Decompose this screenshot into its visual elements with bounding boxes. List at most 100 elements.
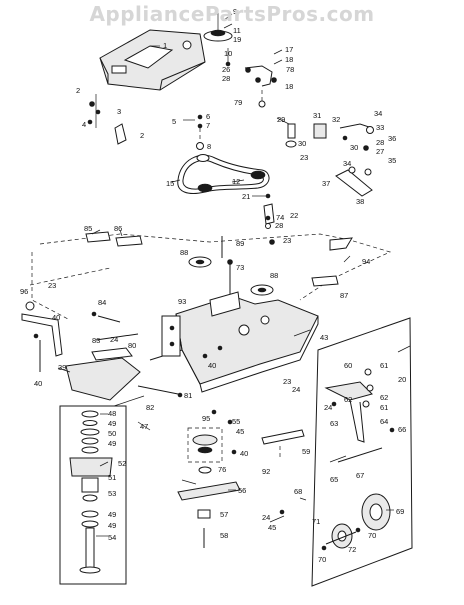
- callout-49c: 49: [108, 510, 116, 519]
- spindle-pulley-top: [203, 12, 233, 67]
- callout-68: 68: [294, 487, 302, 496]
- callout-31: 31: [313, 111, 321, 120]
- callout-54: 54: [108, 533, 116, 542]
- callout-34b: 34: [343, 159, 351, 168]
- callout-40c: 40: [240, 449, 248, 458]
- callout-70a: 70: [368, 531, 376, 540]
- callout-6: 6: [206, 112, 210, 121]
- spacers-88: [188, 256, 274, 296]
- callout-23c: 23: [48, 281, 56, 290]
- bolts-89-73: [221, 236, 233, 298]
- callout-24a: 24: [110, 335, 118, 344]
- idler-arm-assembly: [244, 65, 277, 108]
- callout-61b: 61: [380, 403, 388, 412]
- callout-30a: 30: [298, 139, 306, 148]
- callout-67: 67: [356, 471, 364, 480]
- callout-40a: 40: [34, 379, 42, 388]
- callout-29: 29: [277, 115, 285, 124]
- callout-38: 38: [356, 197, 364, 206]
- callout-58: 58: [220, 531, 228, 540]
- callout-37: 37: [322, 179, 330, 188]
- decals: [85, 231, 353, 287]
- callout-86: 86: [114, 224, 122, 233]
- leader-lines: [57, 13, 411, 537]
- callout-64: 64: [380, 417, 388, 426]
- spindle-detail: [59, 405, 127, 585]
- callout-78: 78: [286, 65, 294, 74]
- callout-18a: 18: [285, 55, 293, 64]
- callout-33: 33: [376, 123, 384, 132]
- callout-60: 60: [344, 361, 352, 370]
- callout-87: 87: [340, 291, 348, 300]
- callout-49b: 49: [108, 439, 116, 448]
- discharge-chute: [65, 333, 183, 401]
- callout-62a: 62: [380, 393, 388, 402]
- callout-40d: 40: [52, 313, 60, 322]
- callout-92: 92: [262, 467, 270, 476]
- callout-53: 53: [108, 489, 116, 498]
- hardware-center: [183, 114, 204, 150]
- callout-1: 1: [163, 41, 167, 50]
- callout-28c: 28: [376, 138, 384, 147]
- callout-34a: 34: [374, 109, 382, 118]
- callout-48: 48: [108, 409, 116, 418]
- callout-10: 10: [224, 49, 232, 58]
- bracket-22: [252, 193, 275, 225]
- callout-labels: 1 2 2 3 4 5 6 7 8 9 10 11 12 15 17 18 18…: [20, 7, 406, 564]
- callout-23b: 23: [300, 153, 308, 162]
- hardware-left: [87, 94, 127, 145]
- callout-45a: 45: [236, 427, 244, 436]
- callout-30b: 30: [350, 143, 358, 152]
- callout-5: 5: [172, 117, 176, 126]
- callout-63: 63: [330, 419, 338, 428]
- callout-57: 57: [220, 510, 228, 519]
- callout-21: 21: [242, 192, 250, 201]
- callout-88a: 88: [180, 248, 188, 257]
- callout-83: 83: [92, 336, 100, 345]
- callout-19: 19: [233, 35, 241, 44]
- callout-69: 69: [396, 507, 404, 516]
- deflector-bar: [261, 429, 305, 460]
- drive-belt: [177, 154, 270, 194]
- wheel-detail: [311, 317, 413, 587]
- callout-23d: 23: [283, 377, 291, 386]
- callout-73: 73: [236, 263, 244, 272]
- callout-24d: 24: [262, 513, 270, 522]
- callout-17: 17: [285, 45, 293, 54]
- callout-4: 4: [82, 120, 86, 129]
- hardware-74: [265, 215, 275, 245]
- callout-39: 39: [58, 363, 66, 372]
- callout-24c: 24: [324, 403, 332, 412]
- callout-18b: 18: [285, 82, 293, 91]
- callout-11: 11: [233, 26, 241, 35]
- callout-28b: 28: [275, 221, 283, 230]
- center-spindle: [177, 409, 241, 548]
- callout-89: 89: [236, 239, 244, 248]
- hardware-24-45: [269, 509, 285, 523]
- left-hanger: [21, 301, 121, 372]
- callout-35: 35: [388, 156, 396, 165]
- callout-96: 96: [20, 287, 28, 296]
- callout-88b: 88: [270, 271, 278, 280]
- callout-76: 76: [218, 465, 226, 474]
- callout-27: 27: [376, 147, 384, 156]
- callout-28a: 28: [222, 74, 230, 83]
- callout-56: 56: [238, 486, 246, 495]
- callout-80: 80: [128, 341, 136, 350]
- callout-24b: 24: [292, 385, 300, 394]
- deck-cover: [99, 29, 206, 91]
- callout-45b: 45: [268, 523, 276, 532]
- lift-linkage: [285, 123, 374, 197]
- callout-66: 66: [398, 425, 406, 434]
- callout-70b: 70: [318, 555, 326, 564]
- callout-26: 26: [222, 65, 230, 74]
- callout-20: 20: [398, 375, 406, 384]
- callout-94: 94: [362, 257, 370, 266]
- callout-36: 36: [388, 134, 396, 143]
- callout-71: 71: [312, 517, 320, 526]
- callout-23a: 23: [283, 236, 291, 245]
- callout-2a: 2: [76, 86, 80, 95]
- callout-65: 65: [330, 475, 338, 484]
- callout-79: 79: [234, 98, 242, 107]
